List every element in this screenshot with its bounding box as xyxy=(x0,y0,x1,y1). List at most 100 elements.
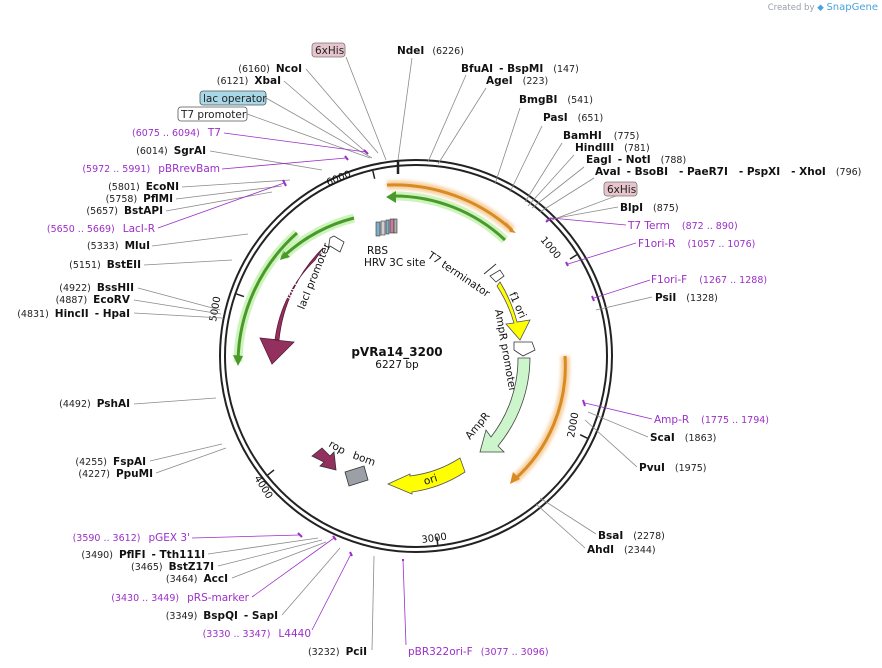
site-bfuai: BfuAI- BspMI(147) xyxy=(461,63,579,75)
site-leader-line xyxy=(283,80,368,154)
site-pflmi: (5758)PflMI xyxy=(106,193,173,205)
site-leader-line xyxy=(231,541,327,579)
site-acci: (3464)AccI xyxy=(166,573,228,585)
site-leader-line xyxy=(149,443,223,462)
tick-mark-5000 xyxy=(236,293,245,298)
site-eagi: EagI- NotI(788) xyxy=(586,154,686,166)
tick-label-3000: 3000 xyxy=(421,532,448,546)
t7-terminator-marks xyxy=(483,263,505,283)
site-leader-line xyxy=(587,411,649,438)
site-leader-line xyxy=(165,191,273,212)
site-leader-line xyxy=(345,56,387,161)
site-bsteii: (5151)BstEII xyxy=(69,259,141,271)
site-hindiii: HindIII(781) xyxy=(575,142,650,154)
tick-label-6000: 6000 xyxy=(325,169,353,189)
bom-box xyxy=(344,465,369,487)
primer-labels: T7 Term(872 .. 890) F1ori-R(1057 .. 1076… xyxy=(47,127,769,658)
site-pasi: PasI(651) xyxy=(543,112,603,124)
primer-leader-line xyxy=(251,537,335,598)
site-ndei: NdeI(6226) xyxy=(397,45,464,57)
site-blpi: BlpI(875) xyxy=(620,202,679,214)
primer-leader-line xyxy=(593,279,651,299)
primer-pbrrevbam: (5972 .. 5991)pBRrevBam xyxy=(82,163,220,175)
boxed-label-6xhis-top: 6xHis xyxy=(311,42,346,58)
site-psii: PsiI(1328) xyxy=(655,292,718,304)
primer-f1ori-r: F1ori-R(1057 .. 1076) xyxy=(638,238,755,250)
primer-leader-line xyxy=(157,182,285,229)
primer-marks xyxy=(282,149,595,561)
site-ecorv: (4887)EcoRV xyxy=(56,294,131,306)
box-leader-line xyxy=(265,97,373,159)
site-leader-line xyxy=(137,287,221,311)
site-ncoi: (6160)NcoI xyxy=(238,63,302,75)
ampr-promoter-arrow xyxy=(513,341,536,357)
primer-leader-line xyxy=(567,242,637,265)
primer-f1ori-f: F1ori-F(1267 .. 1288) xyxy=(651,274,767,286)
tick-mark-4000 xyxy=(267,469,275,476)
primer-leader-line xyxy=(311,553,352,631)
site-leader-line xyxy=(143,259,233,266)
plasmid-name: pVRa14_3200 xyxy=(351,345,442,360)
site-ppumi: (4227)PpuMI xyxy=(78,468,153,480)
primer-leader-line xyxy=(550,217,627,226)
site-bspqi: (3349)BspQI- SapI xyxy=(166,610,278,622)
feature-label-laci: lacI xyxy=(282,280,301,302)
site-scai: ScaI(1863) xyxy=(650,432,716,444)
site-ahdi: AhdI(2344) xyxy=(587,544,656,556)
boxed-label-lac-operator-text: lac operator xyxy=(203,93,267,105)
site-bmgbi: BmgBI(541) xyxy=(519,94,593,106)
site-leader-line xyxy=(371,555,375,651)
tick-label-2000: 2000 xyxy=(566,412,581,439)
site-mlui: (5333)MluI xyxy=(87,240,150,252)
boxed-label-6xhis-right: 6xHis xyxy=(603,181,638,197)
site-bsai: BsaI(2278) xyxy=(598,530,665,542)
tick-marks xyxy=(236,170,588,545)
boxed-label-6xhis-top-text: 6xHis xyxy=(315,45,344,57)
site-leader-line xyxy=(595,296,653,311)
site-fspai: (4255)FspAI xyxy=(75,456,146,468)
primer-t7-term: T7 Term(872 .. 890) xyxy=(627,220,738,232)
site-avai: AvaI- BsoBI - PaeR7I - PspXI - XhoI(796) xyxy=(595,166,861,178)
site-pcii: (3232)PciI xyxy=(308,646,367,658)
boxed-label-lac-operator: lac operator xyxy=(199,90,267,106)
site-leader-line xyxy=(181,179,291,188)
laci-promoter-arrow xyxy=(327,235,345,253)
primer-leader-lines xyxy=(157,132,653,646)
feature-label-hrv-3c-site: HRV 3C site xyxy=(364,257,425,269)
boxed-label-t7-promoter-text: T7 promoter xyxy=(180,109,247,121)
ori-arrow: ori xyxy=(386,457,466,495)
boxed-label-t7-promoter: T7 promoter xyxy=(177,106,248,122)
primer-leader-line xyxy=(402,559,407,646)
site-leader-line xyxy=(584,419,638,468)
site-leader-line xyxy=(539,177,595,213)
site-leader-line xyxy=(539,497,597,535)
feature-green-top xyxy=(386,191,509,244)
site-leader-line xyxy=(305,68,379,154)
credit-brand: SnapGene xyxy=(826,2,878,13)
site-leader-line xyxy=(527,154,575,207)
rop-arrow xyxy=(311,447,337,471)
site-leader-line xyxy=(133,397,217,405)
primer-leader-line xyxy=(191,534,301,539)
feature-green-left-1 xyxy=(280,213,356,260)
site-bstz17i: (3465)BstZ17I xyxy=(131,561,214,573)
site-xbai: (6121)XbaI xyxy=(217,75,281,87)
site-leader-line xyxy=(494,107,521,185)
tick-mark-3000 xyxy=(436,536,439,545)
feature-label-rop: rop xyxy=(327,438,348,457)
site-sgrai: (6014)SgrAI xyxy=(136,145,206,157)
site-leader-line xyxy=(281,547,341,616)
site-labels-left: (3232)PciI (3349)BspQI- SapI (3464)AccI … xyxy=(17,63,367,658)
site-leader-lines xyxy=(133,56,653,651)
primer-l4440: (3330 .. 3347)L4440 xyxy=(203,628,311,640)
site-leader-line xyxy=(175,185,283,200)
site-bstapi: (5657)BstAPI xyxy=(86,205,163,217)
site-pvui: PvuI(1975) xyxy=(639,462,707,474)
rbs-marks xyxy=(375,218,398,237)
primer-leader-line xyxy=(221,157,347,170)
box-leader-line xyxy=(246,113,371,159)
snapgene-logo-icon: ◆ xyxy=(817,3,824,13)
site-leader-line xyxy=(531,166,585,209)
primer-t7: (6075 .. 6094)T7 xyxy=(132,127,221,139)
primer-leader-line xyxy=(584,402,653,420)
